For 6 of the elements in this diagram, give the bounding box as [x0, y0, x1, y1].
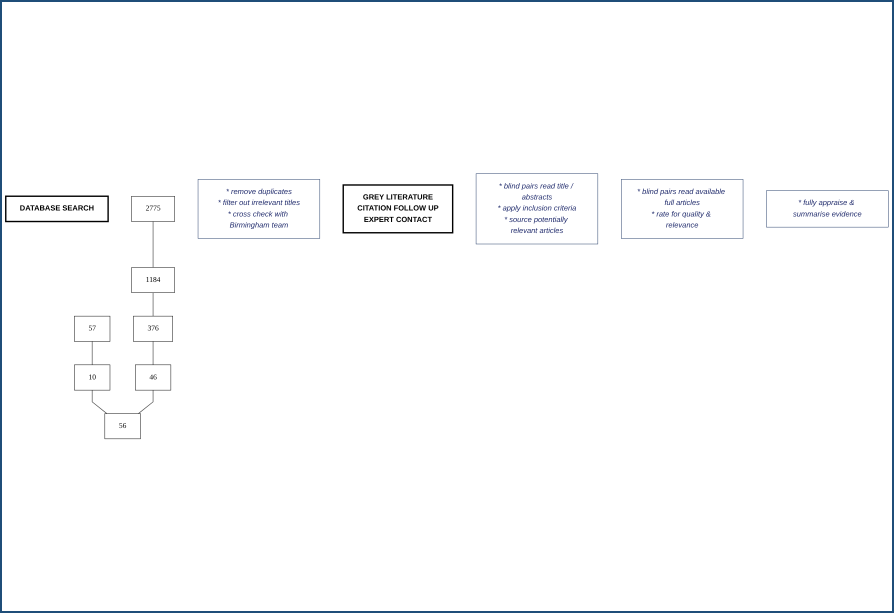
connector — [138, 390, 154, 414]
connector — [152, 221, 154, 268]
connector — [152, 341, 154, 366]
connector — [92, 341, 93, 366]
connector — [152, 292, 154, 317]
connector — [92, 390, 108, 414]
